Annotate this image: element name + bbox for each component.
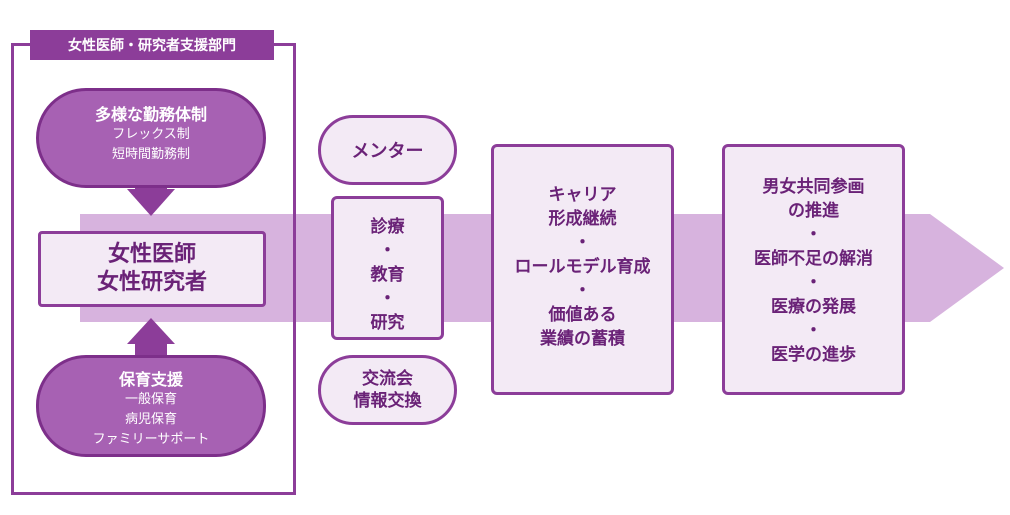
goals-line: 医療の発展 xyxy=(771,297,856,317)
exchange-line: 交流会 xyxy=(362,369,413,389)
childcare-item: 一般保育 xyxy=(124,392,177,407)
work-styles-title: 多様な勤務体制 xyxy=(94,105,207,124)
up-arrow-stem xyxy=(135,342,167,355)
practice-separator: ・ xyxy=(379,241,396,261)
career-line: 価値ある xyxy=(548,305,617,325)
career-line: ロールモデル育成 xyxy=(514,257,651,277)
career-line: 業績の蓄積 xyxy=(540,329,625,349)
practice-item: 教育 xyxy=(370,265,405,285)
childcare-pill: 保育支援 一般保育 病児保育 ファミリーサポート xyxy=(36,355,266,457)
goals-line: 男女共同参画 xyxy=(762,177,865,197)
core-line: 女性研究者 xyxy=(96,270,207,295)
practice-separator: ・ xyxy=(379,289,396,309)
work-styles-item: フレックス制 xyxy=(112,127,190,142)
goals-line: の推進 xyxy=(788,201,839,221)
goals-line: 医学の進歩 xyxy=(771,345,856,365)
childcare-item: 病児保育 xyxy=(124,412,177,427)
practice-box: 診療 ・ 教育 ・ 研究 xyxy=(331,196,444,340)
goals-separator: ・ xyxy=(805,273,822,293)
work-styles-item: 短時間勤務制 xyxy=(111,147,190,162)
childcare-title: 保育支援 xyxy=(118,370,183,389)
practice-item: 研究 xyxy=(370,313,405,333)
exchange-pill: 交流会 情報交換 xyxy=(318,355,457,425)
work-styles-pill: 多様な勤務体制 フレックス制 短時間勤務制 xyxy=(36,88,266,188)
core-line: 女性医師 xyxy=(107,242,196,267)
exchange-line: 情報交換 xyxy=(353,391,422,411)
goals-box: 男女共同参画 の推進 ・ 医師不足の解消 ・ 医療の発展 ・ 医学の進歩 xyxy=(722,144,905,395)
goals-line: 医師不足の解消 xyxy=(754,249,873,269)
career-separator: ・ xyxy=(574,233,591,253)
down-arrow-icon xyxy=(127,189,175,216)
mentor-pill: メンター xyxy=(318,115,457,185)
practice-item: 診療 xyxy=(370,217,405,237)
goals-separator: ・ xyxy=(805,321,822,341)
childcare-item: ファミリーサポート xyxy=(92,432,210,447)
core-target-box: 女性医師 女性研究者 xyxy=(38,231,266,307)
career-separator: ・ xyxy=(574,281,591,301)
career-box: キャリア 形成継続 ・ ロールモデル育成 ・ 価値ある 業績の蓄積 xyxy=(491,144,674,395)
career-line: 形成継続 xyxy=(548,209,617,229)
career-line: キャリア xyxy=(548,185,617,205)
mentor-label: メンター xyxy=(351,141,424,162)
goals-separator: ・ xyxy=(805,225,822,245)
up-arrow-icon xyxy=(127,318,175,344)
department-label: 女性医師・研究者支援部門 xyxy=(30,30,274,60)
